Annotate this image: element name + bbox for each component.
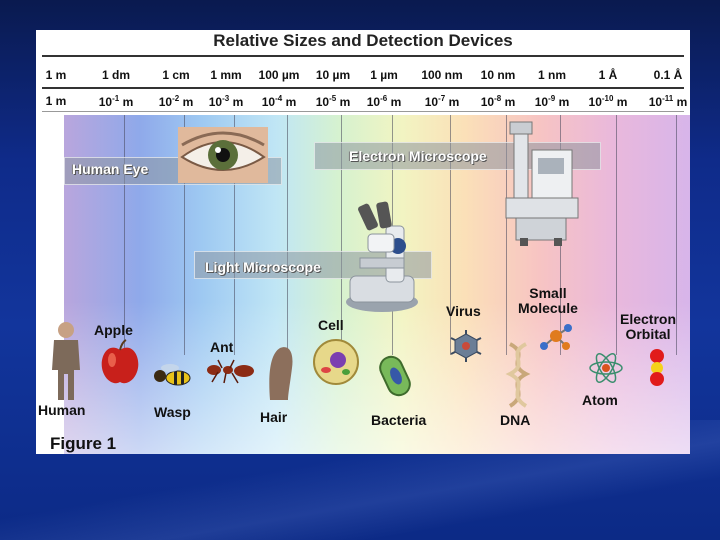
- scale-top-tick-label: 1 mm: [210, 68, 241, 82]
- scale-bottom-tick-label: 10-11 m: [649, 94, 688, 109]
- scale-top-tick-label: 1 m: [46, 68, 67, 82]
- scale-top-tick-label: 1 dm: [102, 68, 130, 82]
- scale-top-rule: [42, 55, 684, 57]
- virus-label: Virus: [446, 304, 481, 319]
- light-microscope-label: Light Microscope: [205, 259, 321, 275]
- scale-top-tick-label: 1 nm: [538, 68, 566, 82]
- scale-top-tick-label: 0.1 Å: [654, 68, 683, 82]
- hair-label: Hair: [260, 410, 287, 425]
- human-label: Human: [38, 403, 85, 418]
- dna-label: DNA: [500, 413, 530, 428]
- scale-gridline: [124, 115, 125, 355]
- light-microscope-image: [342, 202, 422, 312]
- cell-image: [312, 338, 360, 386]
- scale-bottom-tick-label: 10-2 m: [159, 94, 194, 109]
- figure-title: Relative Sizes and Detection Devices: [36, 30, 690, 52]
- scale-gridline: [616, 115, 617, 355]
- scale-top-tick-label: 10 nm: [481, 68, 516, 82]
- electron-microscope-image: [506, 122, 578, 246]
- scale-bottom-tick-label: 1 m: [46, 94, 67, 108]
- ant-label: Ant: [210, 340, 233, 355]
- electron-orbital-image: [648, 348, 666, 386]
- scale-middle-rule: [42, 87, 684, 89]
- scale-bottom-tick-label: 10-4 m: [262, 94, 297, 109]
- scale-bottom-tick-label: 10-3 m: [209, 94, 244, 109]
- atom-image: [588, 350, 624, 386]
- human-eye-label: Human Eye: [72, 161, 148, 177]
- scale-top-tick-label: 1 µm: [370, 68, 398, 82]
- scale-top-tick-label: 100 nm: [421, 68, 462, 82]
- electron-orbital-label: Electron Orbital: [620, 312, 676, 342]
- wasp-image: [148, 362, 194, 392]
- bacteria-image: [374, 352, 420, 400]
- bacteria-label: Bacteria: [371, 413, 426, 428]
- cell-label: Cell: [318, 318, 344, 333]
- scale-top-tick-label: 1 Å: [599, 68, 618, 82]
- scale-top-tick-label: 100 µm: [259, 68, 300, 82]
- electron-orbital-label-line2: Orbital: [625, 326, 670, 342]
- scale-bottom-tick-label: 10-8 m: [481, 94, 516, 109]
- apple-image: [100, 342, 140, 386]
- small-molecule-label: Small Molecule: [518, 286, 578, 316]
- human-figure: [46, 320, 86, 402]
- electron-orbital-label-line1: Electron: [620, 311, 676, 327]
- hair-image: [266, 344, 296, 402]
- wasp-label: Wasp: [154, 405, 191, 420]
- scale-bottom-tick-label: 10-1 m: [99, 94, 134, 109]
- small-molecule-image: [536, 320, 576, 354]
- atom-label: Atom: [582, 393, 618, 408]
- figure-relative-sizes: Relative Sizes and Detection Devices 1 m…: [36, 30, 690, 454]
- scale-top-tick-label: 1 cm: [162, 68, 189, 82]
- ant-image: [204, 358, 256, 384]
- dna-image: [502, 344, 534, 406]
- small-molecule-label-line1: Small: [529, 285, 566, 301]
- scale-row-powers-of-ten: 1 m 10-1 m 10-2 m 10-3 m 10-4 m 10-5 m 10-6 m 1…: [36, 94, 690, 112]
- scale-top-tick-label: 10 µm: [316, 68, 350, 82]
- human-eye-image: [178, 127, 268, 183]
- virus-image: [450, 330, 482, 362]
- scale-bottom-tick-label: 10-7 m: [425, 94, 460, 109]
- scale-bottom-tick-label: 10-5 m: [316, 94, 351, 109]
- electron-microscope-label: Electron Microscope: [349, 148, 487, 164]
- small-molecule-label-line2: Molecule: [518, 300, 578, 316]
- scale-bottom-tick-label: 10-9 m: [535, 94, 570, 109]
- scale-row-metric-prefixes: 1 m 1 dm 1 cm 1 mm 100 µm 10 µm 1 µm 100 nm 10 n…: [36, 68, 690, 86]
- scale-bottom-tick-label: 10-10 m: [589, 94, 628, 109]
- scale-gridline: [676, 115, 677, 355]
- scale-bottom-rule: [42, 111, 684, 112]
- apple-label: Apple: [94, 323, 133, 338]
- scale-bottom-tick-label: 10-6 m: [367, 94, 402, 109]
- figure-caption: Figure 1: [50, 434, 116, 454]
- scale-gridline: [287, 115, 288, 355]
